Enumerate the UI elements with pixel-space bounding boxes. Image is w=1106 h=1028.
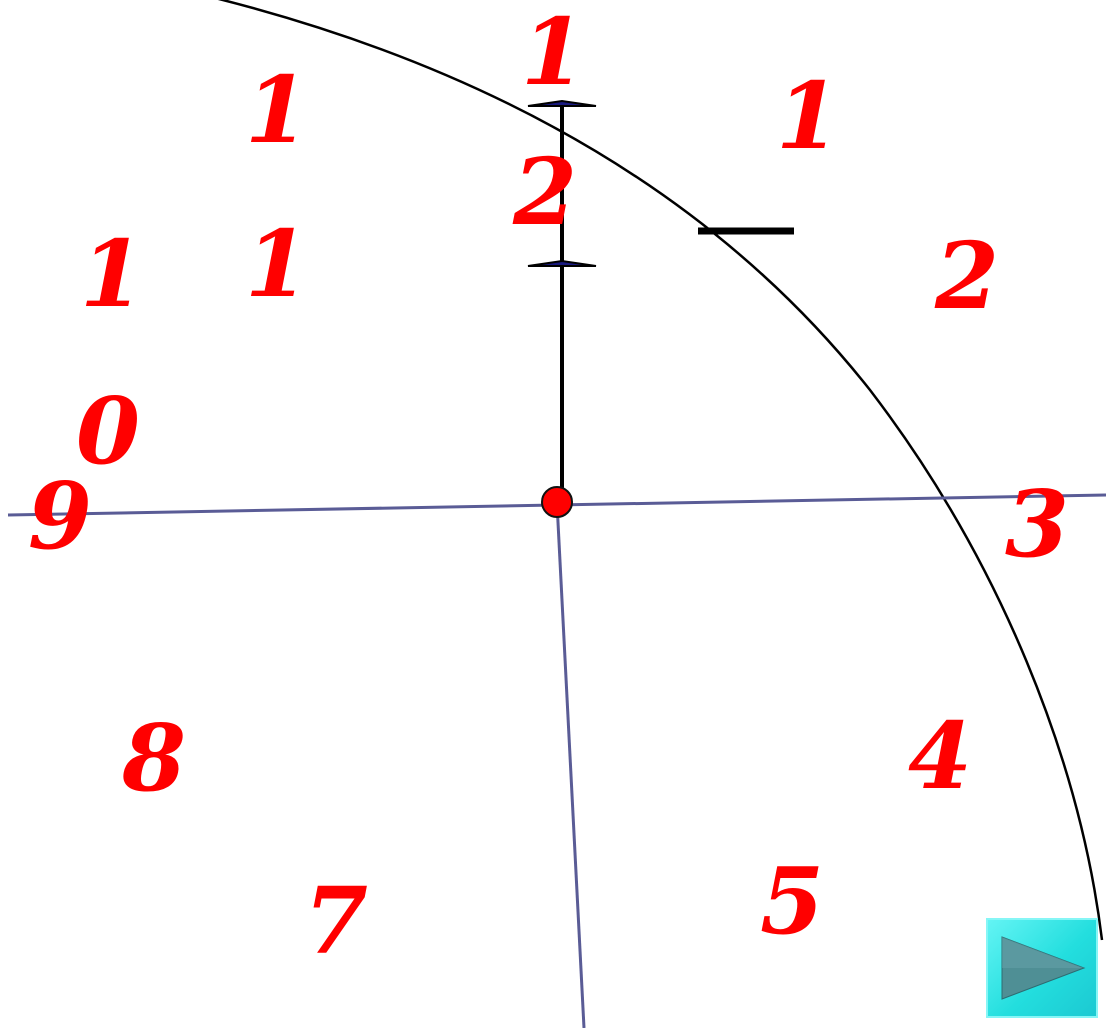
numeral-12-digit-1: 1 [521, 0, 586, 106]
numeral-4: 4 [908, 702, 973, 810]
numeral-2: 2 [935, 222, 1000, 330]
numeral-3: 3 [1005, 470, 1070, 578]
center-dot [541, 486, 573, 518]
numeral-7: 7 [304, 867, 369, 975]
numeral-1: 1 [776, 62, 841, 170]
numeral-9: 9 [28, 462, 93, 570]
next-slide-button[interactable] [986, 918, 1098, 1018]
hand-tick-bottom [527, 259, 597, 267]
numeral-10-digit-1: 1 [80, 220, 145, 328]
numeral-12-digit-2: 2 [513, 138, 578, 246]
play-triangle-icon [1001, 936, 1086, 1000]
numeral-5: 5 [760, 847, 825, 955]
numeral-11-digit-1: 1 [245, 56, 310, 164]
clock-face-arc [217, 0, 1104, 941]
numeral-10-digit-0: 0 [76, 377, 141, 485]
numeral-11-digit-2: 1 [245, 210, 310, 318]
vertical-axis-line [555, 502, 586, 1028]
hand-tick-top [527, 99, 597, 107]
numeral-8: 8 [122, 704, 187, 812]
